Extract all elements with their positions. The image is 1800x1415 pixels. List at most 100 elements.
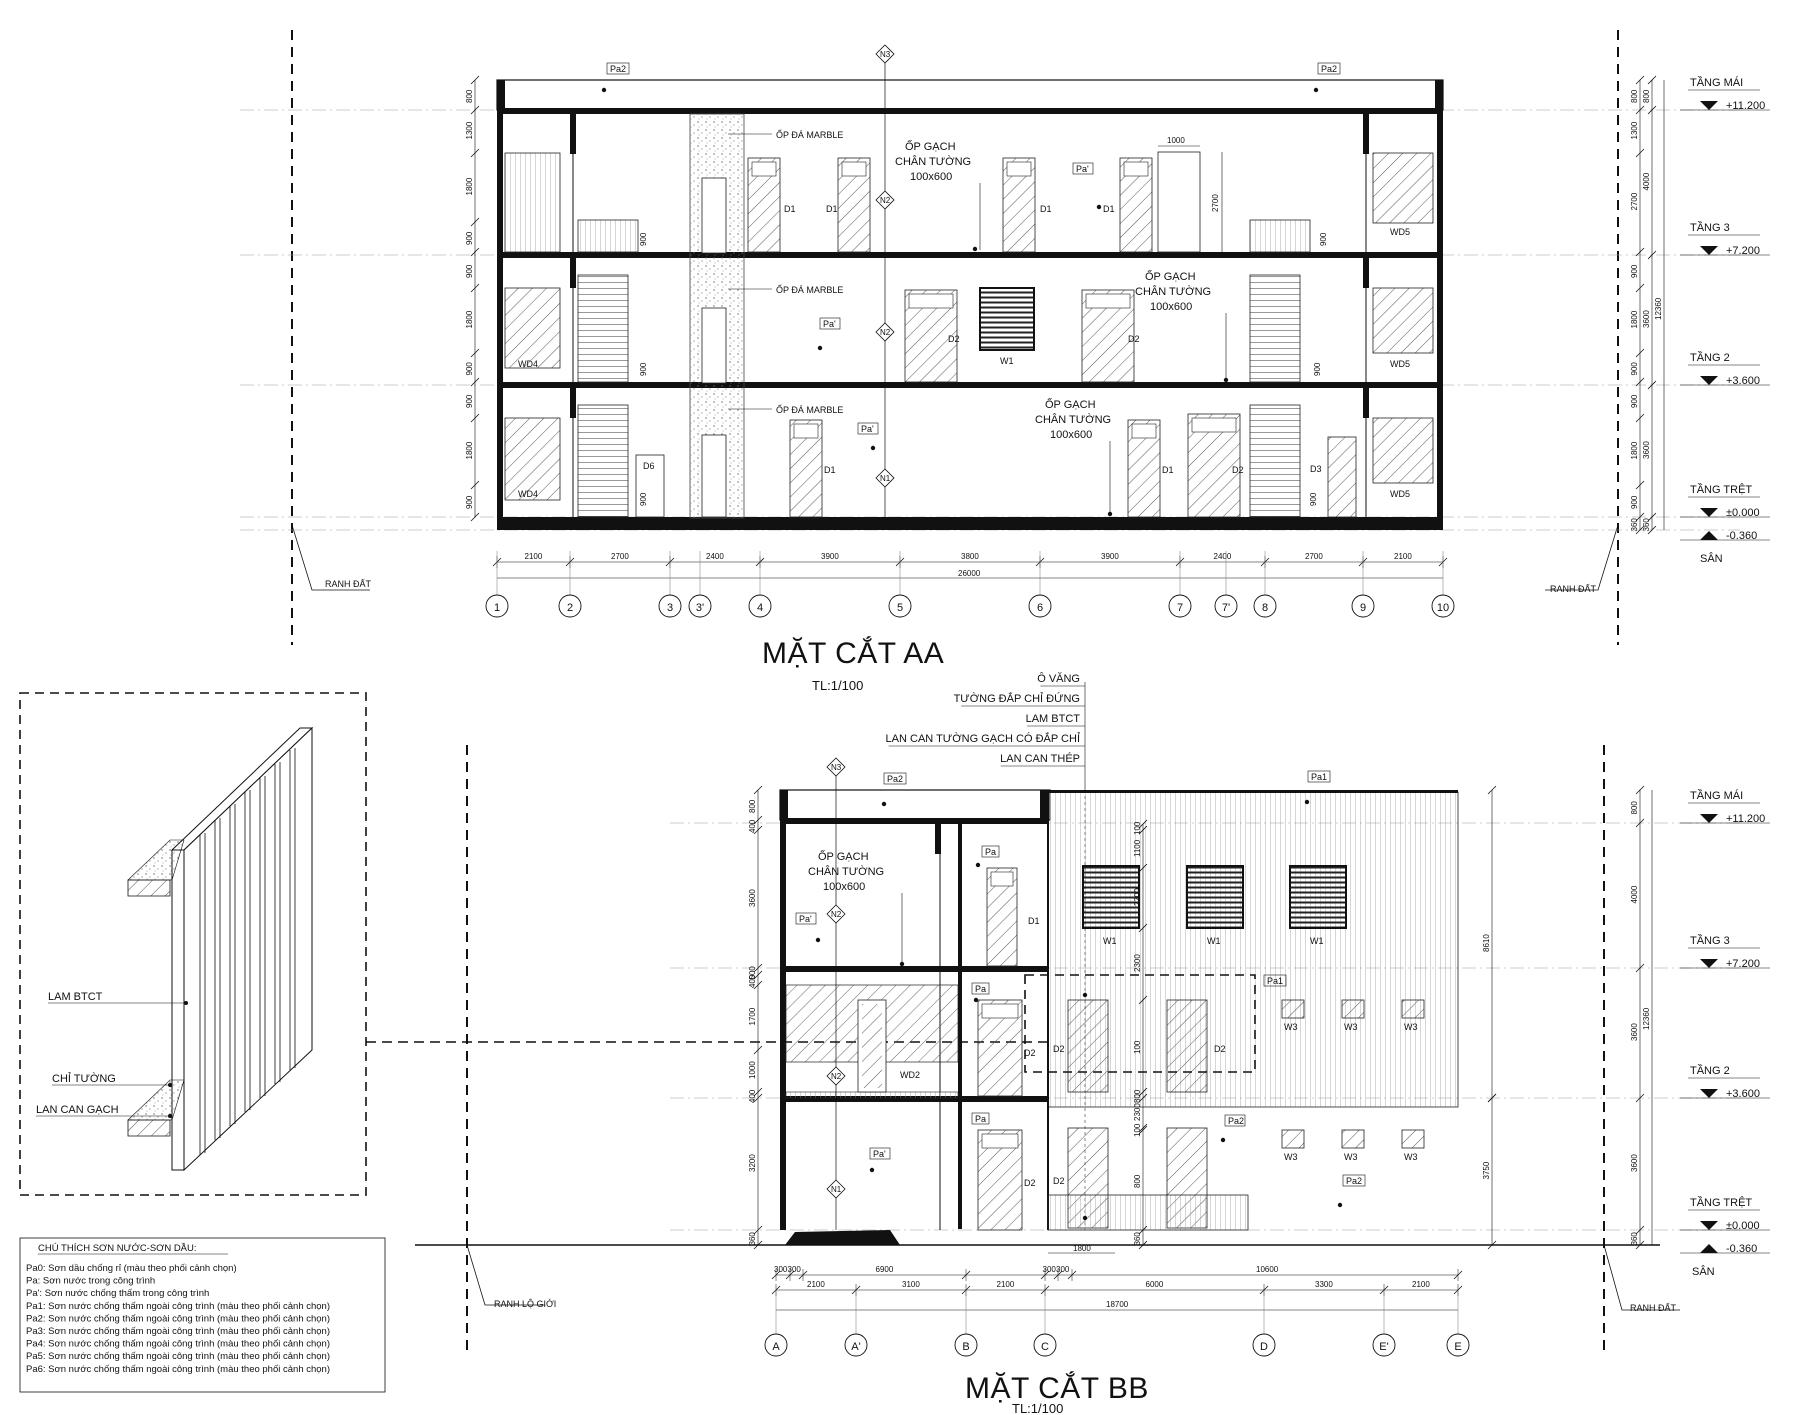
label-w1-bb-b: W1 — [1207, 936, 1221, 946]
tag-n2-bb-a: N2 — [831, 910, 842, 919]
aa-bay-dim-4: 3800 — [961, 552, 979, 561]
note-marble-f3: ỐP ĐÁ MARBLE — [776, 129, 843, 140]
aa-axis-label-11: 10 — [1437, 602, 1449, 614]
aa-right-dim-0: 800 — [1630, 89, 1639, 103]
bb-right-dim-b-0: 3750 — [1482, 1161, 1491, 1179]
bb-mid-dim-1: 1100 — [1133, 839, 1142, 857]
bb-level-name-0: TẦNG MÁI — [1690, 789, 1743, 802]
aa-axis-label-4: 4 — [757, 602, 763, 614]
bb-dim-r1-6: 10600 — [1256, 1265, 1279, 1274]
label-d3: D3 — [1310, 464, 1322, 474]
bb-left-dim-5: 1700 — [748, 1007, 757, 1025]
tag-pa1-bb-b: Pa1 — [1311, 772, 1327, 782]
tag-n2-bb-b: N2 — [831, 1072, 842, 1081]
legend-item-5: Pa3: Sơn nước chống thấm ngoài công trìn… — [26, 1326, 330, 1337]
tag-pa-f2: Pa' — [823, 319, 836, 329]
bb-axis-label-3: C — [1041, 1341, 1049, 1353]
label-w3-c: W3 — [1404, 1022, 1418, 1032]
bb-level-marker-1 — [1700, 959, 1718, 968]
aa-level-name-0: TẦNG MÁI — [1690, 76, 1743, 89]
aa-axis-bubble-1 — [558, 594, 582, 618]
tag-pa1-bb-a: Pa1 — [1267, 976, 1283, 986]
slab-ground-aa — [497, 517, 1443, 530]
label-d2-c: D2 — [1232, 465, 1244, 475]
detail-label-chi-tuong: CHỈ TƯỜNG — [52, 1072, 116, 1085]
section-bb-title: MẶT CẮT BB — [965, 1371, 1149, 1405]
slab-roof-aa — [497, 108, 1443, 114]
aa-level-name-1: TẦNG 3 — [1690, 221, 1730, 234]
bb-left-dim-4: 400 — [748, 974, 757, 988]
note-marble-f1: ỐP ĐÁ MARBLE — [776, 404, 843, 415]
bb-callout-1: TƯỜNG ĐẮP CHỈ ĐỨNG — [954, 692, 1080, 705]
label-w3-b: W3 — [1344, 1022, 1358, 1032]
tag-pa2-bb-a: Pa2 — [887, 774, 903, 784]
bb-axis-bubble-0 — [764, 1333, 788, 1357]
label-w3-a: W3 — [1284, 1022, 1298, 1032]
aa-axis-bubble-2 — [658, 594, 682, 618]
bb-dim-r2-5: 2100 — [1412, 1280, 1430, 1289]
aa-axis-bubble-3 — [688, 594, 712, 618]
label-wd5-floor2: WD5 — [1390, 359, 1410, 369]
bb-axis-bubble-5 — [1372, 1333, 1396, 1357]
bb-axis-label-4: D — [1260, 1341, 1268, 1353]
aa-level-elev-2: +3.600 — [1726, 375, 1760, 387]
label-wd2: WD2 — [900, 1070, 920, 1080]
aa-axis-label-9: 8 — [1262, 602, 1268, 614]
note-tile-f1-2: CHÂN TƯỜNG — [1035, 413, 1111, 426]
bb-mid-dim-6: 2300 — [1133, 1103, 1142, 1121]
label-d2-a: D2 — [948, 334, 960, 344]
legend-item-0: Pa0: Sơn dầu chống rỉ (màu theo phối cản… — [26, 1263, 237, 1274]
aa-overall-height: 12360 — [1654, 297, 1663, 320]
detail-label-lan-can: LAN CAN GẠCH — [36, 1104, 119, 1116]
bb-mid-dim-5: 800 — [1133, 1089, 1142, 1103]
aa-bay-dim-2: 2400 — [706, 552, 724, 561]
facade-wall-bb — [1047, 791, 1459, 1108]
aa-bay-dim-3: 3900 — [821, 552, 839, 561]
aa-level-name-2: TẦNG 2 — [1690, 351, 1730, 364]
bb-axis-label-6: E — [1454, 1341, 1461, 1353]
stair-dim-4: 900 — [1319, 232, 1328, 246]
aa-level-elev-3: ±0.000 — [1726, 507, 1760, 519]
aa-level-marker-3 — [1700, 508, 1718, 517]
detail-label-lam: LAM BTCT — [48, 991, 103, 1003]
note-tile-f2-3: 100x600 — [1150, 301, 1192, 313]
tag-pa2-bb-c: Pa2 — [1346, 1176, 1362, 1186]
label-d1-c: D1 — [1040, 204, 1052, 214]
bb-overall-height: 12360 — [1642, 1007, 1651, 1030]
aa-level-marker-1 — [1700, 246, 1718, 255]
legend-item-7: Pa5: Sơn nước chống thấm ngoài công trìn… — [26, 1351, 330, 1362]
bb-mid-dim-9: 360 — [1133, 1232, 1142, 1246]
aa-right-floor-dim-1: 4000 — [1642, 172, 1651, 190]
aa-right-dim-6: 900 — [1630, 394, 1639, 408]
bb-dim-r2-3: 6000 — [1146, 1280, 1164, 1289]
aa-right-dim-3: 900 — [1630, 264, 1639, 278]
bb-level-elev-3: ±0.000 — [1726, 1220, 1760, 1232]
bb-dim-r2-2: 2100 — [997, 1280, 1015, 1289]
tag-pa-bb-c: Pa — [975, 1114, 986, 1124]
bb-level-name-1: TẦNG 3 — [1690, 934, 1730, 947]
bb-axis-label-2: B — [962, 1341, 969, 1353]
aa-right-dim-1: 1300 — [1630, 121, 1639, 139]
label-d1-bb: D1 — [1028, 916, 1040, 926]
stair-dim-3: 900 — [639, 492, 648, 506]
note-tile-f1-3: 100x600 — [1050, 429, 1092, 441]
bb-level-marker-3 — [1700, 1221, 1718, 1230]
label-d1-e: D1 — [824, 465, 836, 475]
bb-axis-bubble-2 — [954, 1333, 978, 1357]
tag-pa-bb-b: Pa — [975, 984, 986, 994]
aa-right-dim-9: 360 — [1630, 518, 1639, 532]
legend-item-8: Pa6: Sơn nước chống thấm ngoài công trìn… — [26, 1364, 330, 1375]
slab-2-aa — [497, 382, 1443, 388]
aa-right-floor-dim-4: 360 — [1642, 518, 1651, 532]
label-d1-f: D1 — [1162, 465, 1174, 475]
bb-dim-r2-4: 3300 — [1315, 1280, 1333, 1289]
bb-right-floor-dim-4: 360 — [1630, 1232, 1639, 1246]
roof-parapet-aa — [496, 79, 1444, 111]
bb-callout-4: LAN CAN THÉP — [1000, 752, 1080, 765]
